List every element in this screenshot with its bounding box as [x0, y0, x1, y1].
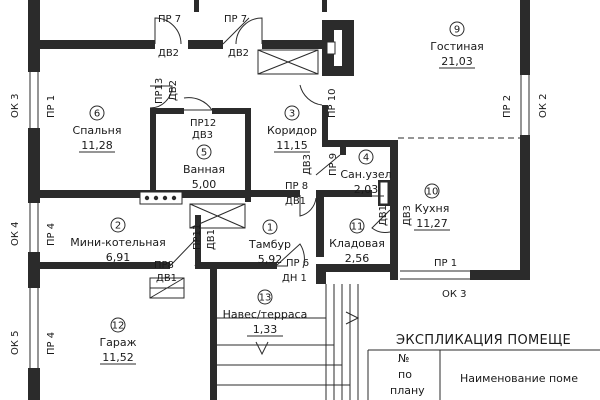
- room-area: 6,91: [106, 251, 131, 264]
- label-pr1b: ПР 1: [434, 258, 457, 269]
- label-dv1b: ДВ1: [378, 205, 389, 226]
- room-name: Гостиная: [430, 40, 484, 53]
- walls: [28, 0, 530, 400]
- room-area: 2,03: [354, 183, 379, 196]
- label-ok3b: ОК 3: [442, 289, 467, 300]
- room-number-circle: [284, 105, 300, 121]
- label-dv2c: ДВ2: [168, 80, 179, 101]
- room-number: 10: [426, 187, 439, 198]
- label-pr4a: ПР 4: [46, 223, 57, 246]
- room-number-circle: [449, 21, 465, 37]
- label-ok2: ОК 2: [538, 93, 549, 118]
- room-area: 5,00: [192, 178, 217, 191]
- room-area: 1,33: [253, 323, 278, 336]
- room-number: 12: [112, 321, 125, 332]
- room-number-circle: [358, 149, 374, 165]
- table-title: ЭКСПЛИКАЦИЯ ПОМЕЩЕ: [396, 333, 571, 348]
- label-dv3c: ДВ3: [402, 205, 413, 226]
- label-ok5: ОК 5: [10, 330, 21, 355]
- label-pr13: ПР13: [154, 78, 165, 104]
- room-number: 13: [259, 293, 272, 304]
- table-col-name: Наименование поме: [460, 372, 578, 385]
- label-pr11: ПР11: [192, 224, 203, 250]
- room-number-circle: [196, 144, 212, 160]
- label-pr1a: ПР 1: [46, 95, 57, 118]
- room-number-circle: [424, 183, 440, 199]
- room-name: Навес/терраса: [223, 308, 308, 321]
- label-pr8: ПР 8: [285, 181, 308, 192]
- room-name: Ванная: [183, 163, 225, 176]
- room-number-circle: [262, 219, 278, 235]
- room-number-circle: [110, 217, 126, 233]
- label-pr7b: ПР 7: [224, 14, 247, 25]
- room-number: 11: [351, 222, 364, 233]
- room-number-circle: [89, 105, 105, 121]
- table-col-num-l2: по: [398, 368, 412, 381]
- opening-labels: ПР 7 ПР 7 ДВ2 ДВ2 ПР13 ДВ2 ПР12 ДВ3 ПР 1…: [10, 14, 549, 355]
- room-number-circle: [257, 289, 273, 305]
- room-name: Гараж: [99, 336, 136, 349]
- room-number: 2: [115, 221, 121, 232]
- label-pr4b: ПР 4: [46, 332, 57, 355]
- label-dv3a: ДВ3: [192, 130, 213, 141]
- room-area: 11,15: [276, 139, 308, 152]
- room-number-circle: [349, 218, 365, 234]
- room-name: Тамбур: [248, 238, 291, 251]
- room-area: 2,56: [345, 252, 370, 265]
- table-col-num-l1: №: [398, 352, 409, 365]
- room-number: 4: [363, 153, 369, 164]
- label-dv1a: ДВ1: [285, 196, 306, 207]
- label-dn1: ДН 1: [282, 273, 307, 284]
- room-number: 5: [201, 148, 207, 159]
- room-number-circle: [110, 317, 126, 333]
- room-name: Кухня: [415, 202, 450, 215]
- room-area: 5,92: [258, 253, 283, 266]
- label-pr12: ПР12: [190, 118, 216, 129]
- door-swings: [149, 17, 391, 299]
- room-area: 11,52: [102, 351, 134, 364]
- label-dv3b: ДВ3: [302, 154, 313, 175]
- room-name: Кладовая: [329, 237, 385, 250]
- label-dv1d: ДВ1: [156, 273, 177, 284]
- terrace-steps: [217, 284, 360, 400]
- label-pr8b: ПР8: [154, 260, 174, 271]
- label-pr7a: ПР 7: [158, 14, 181, 25]
- label-ok3a: ОК 3: [10, 93, 21, 118]
- room-area: 11,28: [81, 139, 113, 152]
- label-pr6: ПР 6: [286, 258, 309, 269]
- room-name: Коридор: [267, 124, 317, 137]
- room-name: Сан.узел: [340, 168, 391, 181]
- table-col-num-l3: плану: [390, 384, 425, 397]
- label-dv1c: ДВ1: [206, 229, 217, 250]
- room-area: 11,27: [416, 217, 448, 230]
- label-pr10: ПР 10: [327, 89, 338, 118]
- label-dv2b: ДВ2: [228, 48, 249, 59]
- label-dv2a: ДВ2: [158, 48, 179, 59]
- room-area: 21,03: [441, 55, 473, 68]
- room-number: 1: [267, 223, 273, 234]
- explication-table: ЭКСПЛИКАЦИЯ ПОМЕЩЕ № по плану Наименован…: [367, 333, 600, 400]
- label-ok4: ОК 4: [10, 221, 21, 246]
- room-name: Мини-котельная: [70, 236, 166, 249]
- room-number: 3: [289, 109, 295, 120]
- label-pr2: ПР 2: [502, 95, 513, 118]
- room-name: Спальня: [73, 124, 122, 137]
- room-number: 6: [94, 109, 100, 120]
- label-pr9: ПР 9: [328, 153, 339, 176]
- room-number: 9: [454, 25, 460, 36]
